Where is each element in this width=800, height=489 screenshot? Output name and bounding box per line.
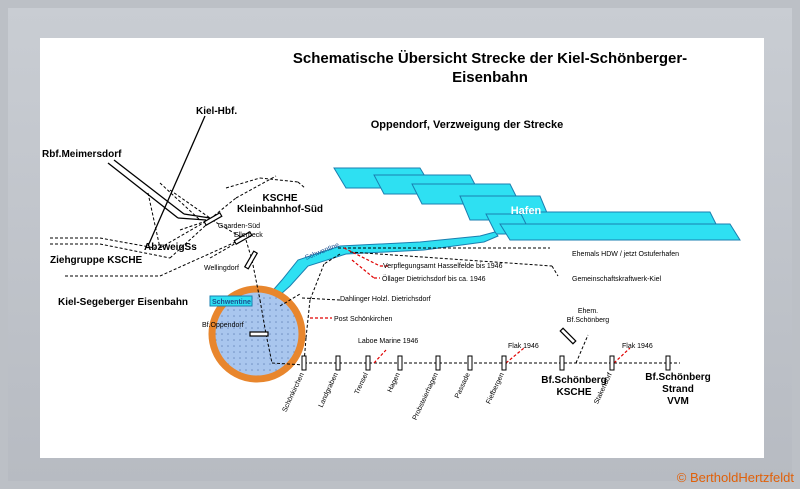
label-bf-oppendorf: Bf.Oppendorf [202,322,244,329]
label-flak-1: Flak 1946 [508,343,539,350]
title-line1: Schematische Übersicht Strecke der Kiel-… [293,50,687,67]
label-ksche: KSCHE [262,193,297,204]
schwentine-river [267,231,499,303]
red-spurs [310,247,631,364]
label-gaarden-sued: Gaarden-Süd [218,223,260,230]
station-name: Landgraben [318,372,340,409]
label-bf-schoenberg-ksche: KSCHE [556,387,591,398]
station-name: Fiefbergen [485,372,506,405]
station-markers [301,355,671,371]
label-kiel-hbf: Kiel-Hbf. [196,106,237,117]
label-kiel-segeberger: Kiel-Segeberger Eisenbahn [58,297,188,308]
station-name: Hagen [387,372,402,394]
label-dahlinger: Dahlinger Holzl. Dietrichsdorf [340,296,431,303]
main-tracks [107,115,211,247]
label-ehemals-hdw: Ehemals HDW / jetzt Ostuferhafen [572,251,679,258]
label-ziehgruppe: Ziehgruppe KSCHE [50,255,143,266]
copyright-notice: © BertholdHertzfeldt [676,470,794,485]
label-kleinbahnhof-sued: Kleinbahnhof-Süd [237,204,323,215]
track-schematic: Schematische Übersicht Strecke der Kiel-… [42,50,741,422]
label-hafen: Hafen [511,205,542,217]
label-oellager: Öllager Dietrichsdorf bis ca. 1946 [382,275,486,283]
label-strand-3: VVM [667,396,689,407]
station-name: Passade [454,372,472,400]
label-post-schoenkirchen: Post Schönkirchen [334,316,392,323]
label-verpflegungsamt: Verpflegungsamt Hasselfelde bis 1946 [383,263,503,270]
label-strand-1: Bf.Schönberg [645,372,711,383]
label-ellerbeck: Ellerbeck [234,232,263,239]
label-ehem-bf-schoenberg: Bf.Schönberg [567,317,610,324]
harbor-water [333,167,741,241]
pond-water-inlet [209,295,253,307]
label-abzweig: AbzweigSs [144,242,197,253]
station-name: Schönkirchen [282,372,306,413]
label-laboe-marine: Laboe Marine 1946 [358,338,418,345]
label-bf-schoenberg: Bf.Schönberg [541,375,607,386]
station-name: Probsteierhagen [412,372,440,422]
label-rbf-meimersdorf: Rbf.Meimersdorf [42,149,122,160]
station-name: Trensel [354,371,370,395]
label-schwentine-pond: Schwentine [212,299,251,306]
title-line2: Eisenbahn [452,69,528,86]
label-gemeinschaftskraftwerk: Gemeinschaftskraftwerk-Kiel [572,276,662,283]
subtitle: Oppendorf, Verzweigung der Strecke [371,119,564,131]
diagram-panel: Schematische Übersicht Strecke der Kiel-… [40,38,764,458]
label-strand-2: Strand [662,384,694,395]
label-wellingdorf: Wellingdorf [204,265,239,272]
junction-markers [203,211,577,345]
label-flak-2: Flak 1946 [622,343,653,350]
dashed-tracks [50,175,680,366]
label-ehem: Ehem. [578,308,598,315]
